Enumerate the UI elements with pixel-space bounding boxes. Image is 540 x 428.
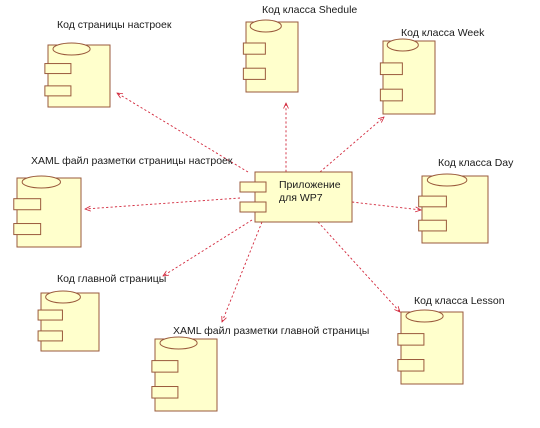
- main-page-xaml-dependency: [222, 221, 263, 322]
- week-class-code-body: [382, 40, 436, 115]
- week-class-code-label: Код класса Week: [401, 27, 485, 39]
- settings-xaml-oval: [21, 175, 62, 189]
- lesson-class-code-dependency: [317, 221, 400, 312]
- day-class-code-oval: [426, 173, 468, 187]
- main-page-xaml-shape[interactable]: [151, 336, 218, 412]
- settings-page-code-shape[interactable]: [44, 42, 111, 108]
- main-page-xaml-oval: [159, 336, 198, 350]
- central-label-line: для WP7: [279, 192, 323, 204]
- main-page-xaml-tab-top: [151, 360, 179, 373]
- day-class-code-tab-bottom: [418, 219, 447, 232]
- schedule-class-code-oval: [249, 19, 282, 33]
- day-class-code-dependency: [351, 201, 421, 210]
- lesson-class-code-body: [400, 311, 464, 385]
- day-class-code-body: [421, 175, 489, 244]
- schedule-class-code-body: [245, 21, 299, 93]
- settings-xaml-tab-bottom: [13, 223, 42, 236]
- week-class-code-dependency: [319, 117, 384, 173]
- schedule-class-code-label: Код класса Shedule: [262, 4, 357, 16]
- central-tab-bottom: [239, 201, 267, 213]
- settings-page-code-label: Код страницы настроек: [57, 19, 172, 31]
- dependency-edges: [85, 93, 421, 322]
- main-page-xaml-tab-bottom: [151, 386, 179, 399]
- central-label-line: Приложение: [279, 179, 341, 191]
- lesson-class-code-shape[interactable]: [397, 309, 464, 385]
- main-page-code-tab-top: [37, 309, 63, 321]
- settings-xaml-shape[interactable]: [13, 175, 82, 248]
- main-page-xaml-body: [154, 338, 218, 412]
- schedule-class-code-shape[interactable]: [242, 19, 299, 93]
- settings-xaml-body: [16, 177, 82, 248]
- settings-page-code-tab-bottom: [44, 85, 72, 97]
- schedule-class-code-tab-top: [242, 42, 266, 55]
- main-page-code-label: Код главной страницы: [57, 273, 166, 285]
- lesson-class-code-oval: [405, 309, 444, 323]
- week-class-code-oval: [386, 38, 419, 52]
- settings-page-code-dependency: [117, 93, 249, 173]
- settings-xaml-dependency: [85, 197, 241, 209]
- lesson-class-code-tab-bottom: [397, 359, 425, 372]
- day-class-code-label: Код класса Day: [438, 157, 514, 169]
- lesson-class-code-label: Код класса Lesson: [414, 295, 505, 307]
- central-component-body: [254, 171, 353, 223]
- week-class-code-tab-top: [379, 62, 403, 76]
- main-page-code-dependency: [163, 219, 253, 276]
- main-page-xaml-label: XAML файл разметки главной страницы: [173, 325, 369, 337]
- schedule-class-code-tab-bottom: [242, 67, 266, 80]
- day-class-code-shape[interactable]: [418, 173, 489, 244]
- central-tab-top: [239, 181, 267, 193]
- lesson-class-code-tab-top: [397, 333, 425, 346]
- main-page-code-oval: [45, 290, 81, 304]
- settings-page-code-tab-top: [44, 63, 72, 75]
- week-class-code-tab-bottom: [379, 88, 403, 102]
- main-page-code-tab-bottom: [37, 330, 63, 342]
- day-class-code-tab-top: [418, 195, 447, 208]
- settings-xaml-tab-top: [13, 198, 42, 211]
- main-page-code-shape[interactable]: [37, 290, 100, 352]
- week-class-code-shape[interactable]: [379, 38, 436, 115]
- settings-xaml-label: XAML файл разметки страницы настроек: [31, 155, 233, 167]
- settings-page-code-body: [47, 44, 111, 108]
- settings-page-code-oval: [52, 42, 91, 56]
